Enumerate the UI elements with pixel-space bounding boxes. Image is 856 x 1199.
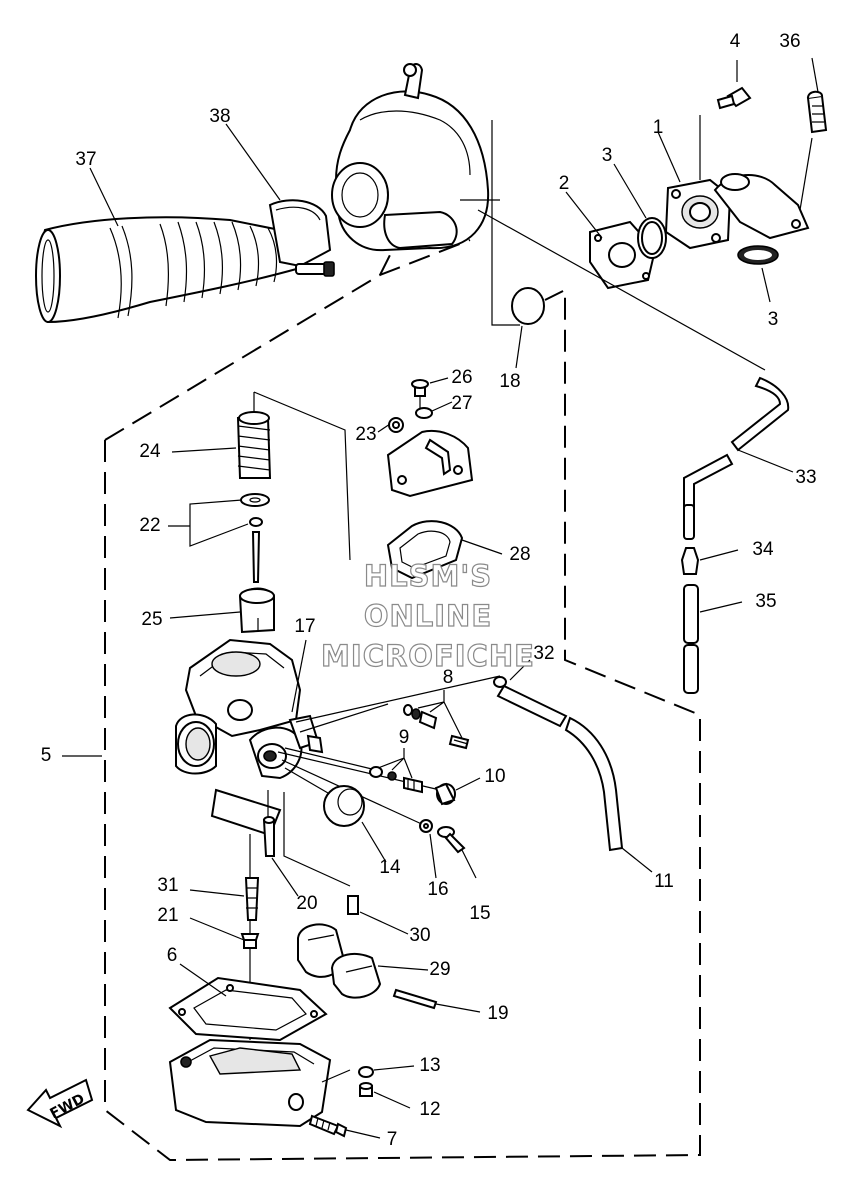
drain-hose bbox=[493, 676, 624, 852]
manifold-bolts bbox=[699, 86, 828, 211]
label-10: 10 bbox=[484, 766, 505, 787]
needle-jet bbox=[262, 816, 275, 857]
diaphragm-cap bbox=[323, 785, 365, 827]
label-8: 8 bbox=[443, 667, 454, 688]
label-38: 38 bbox=[209, 106, 230, 127]
label-11: 11 bbox=[654, 871, 674, 892]
float bbox=[297, 923, 382, 999]
label-22: 22 bbox=[139, 515, 160, 536]
main-jet bbox=[347, 895, 359, 915]
label-33: 33 bbox=[795, 467, 816, 488]
intake-manifold bbox=[664, 173, 810, 250]
label-24: 24 bbox=[139, 441, 161, 462]
label-18: 18 bbox=[499, 371, 520, 392]
seal-and-screw bbox=[419, 819, 466, 854]
label-31: 31 bbox=[157, 875, 178, 896]
o-rings bbox=[637, 217, 779, 265]
label-7: 7 bbox=[387, 1129, 398, 1150]
label-27: 27 bbox=[451, 393, 472, 414]
label-35: 35 bbox=[755, 591, 776, 612]
label-26: 26 bbox=[451, 367, 472, 388]
vent-fitting bbox=[680, 547, 700, 575]
label-32: 32 bbox=[533, 643, 554, 664]
carburetor-upper-body bbox=[331, 63, 500, 252]
diaphragm-cover bbox=[386, 379, 474, 498]
pilot-screw-set bbox=[403, 704, 470, 750]
float-bowl-gasket bbox=[168, 976, 328, 1042]
label-36: 36 bbox=[779, 31, 800, 52]
label-13: 13 bbox=[419, 1055, 440, 1076]
label-19: 19 bbox=[487, 1003, 508, 1024]
label-12: 12 bbox=[419, 1099, 440, 1120]
label-9: 9 bbox=[399, 727, 410, 748]
forward-direction-arrow: FWD bbox=[26, 1078, 94, 1129]
leader-lines bbox=[62, 57, 819, 1139]
float-pin bbox=[392, 988, 438, 1010]
label-3b: 3 bbox=[768, 309, 779, 330]
part-labels: 4 36 1 3 2 3 37 38 18 26 27 23 24 33 22 … bbox=[41, 31, 817, 1150]
label-2: 2 bbox=[559, 173, 570, 194]
label-30: 30 bbox=[409, 925, 430, 946]
hose-clamp bbox=[268, 199, 335, 277]
label-17: 17 bbox=[294, 616, 315, 637]
label-20: 20 bbox=[296, 893, 317, 914]
bowl-screws bbox=[308, 1066, 374, 1138]
pilot-jet bbox=[240, 877, 260, 949]
vent-hose-upper bbox=[683, 376, 790, 540]
vent-hose-lower bbox=[683, 584, 699, 694]
label-21: 21 bbox=[157, 905, 178, 926]
watermark: HLSM'S ONLINE MICROFICHE bbox=[320, 558, 535, 673]
label-1: 1 bbox=[653, 117, 664, 138]
watermark-line-2: ONLINE bbox=[364, 599, 492, 633]
label-29: 29 bbox=[429, 959, 450, 980]
label-3a: 3 bbox=[602, 145, 613, 166]
label-25: 25 bbox=[141, 609, 162, 630]
label-5: 5 bbox=[41, 745, 52, 766]
cap bbox=[434, 782, 456, 806]
watermark-line-3: MICROFICHE bbox=[321, 639, 535, 673]
label-6: 6 bbox=[167, 945, 178, 966]
label-34: 34 bbox=[752, 539, 774, 560]
label-16: 16 bbox=[427, 879, 448, 900]
watermark-line-1: HLSM'S bbox=[364, 559, 492, 593]
piston-spring bbox=[236, 391, 351, 561]
throttle-gasket bbox=[477, 120, 766, 371]
throttle-piston bbox=[238, 587, 275, 634]
label-15: 15 bbox=[469, 903, 490, 924]
diaphragm-cover-gasket bbox=[386, 520, 464, 580]
throttle-stop-screw bbox=[369, 766, 423, 794]
label-4: 4 bbox=[730, 31, 741, 52]
label-23: 23 bbox=[355, 424, 376, 445]
label-37: 37 bbox=[75, 149, 96, 170]
air-cleaner-joint-hose bbox=[35, 216, 302, 324]
float-bowl bbox=[168, 1038, 351, 1128]
label-28: 28 bbox=[509, 544, 530, 565]
label-14: 14 bbox=[379, 857, 401, 878]
jet-needle-set bbox=[240, 493, 270, 583]
